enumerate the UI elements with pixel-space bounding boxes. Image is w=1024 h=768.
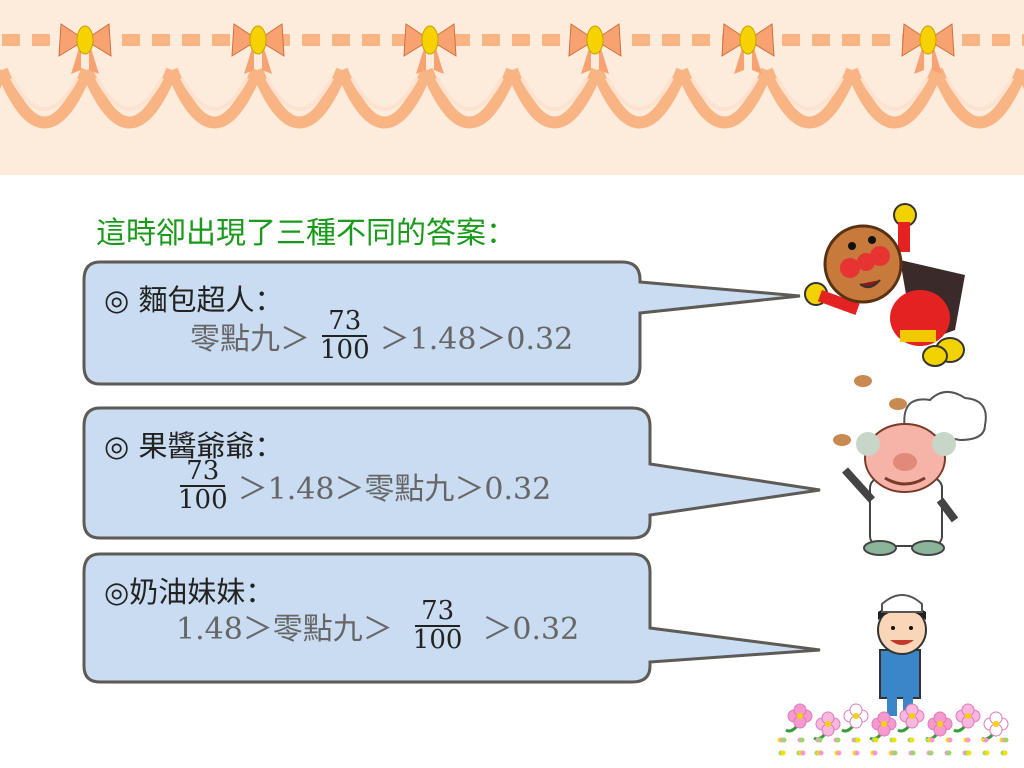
answer-2-part-1: ＞1.48＞零點九＞0.32 — [237, 472, 552, 508]
bow-icon — [568, 23, 622, 74]
answer-3-part-1: 1.48＞零點九＞ — [176, 612, 393, 648]
answer-1-fraction: 73 100 — [314, 307, 376, 366]
answer-3-part-2: ＞0.32 — [482, 612, 580, 648]
curtain-decoration — [0, 0, 1024, 175]
answer-1-row: 零點九＞ 73 100 ＞1.48＞0.32 — [190, 307, 574, 366]
jam-ojisan-character — [833, 375, 987, 556]
fraction-denominator: 100 — [178, 485, 228, 516]
bow-icon — [721, 23, 775, 74]
fraction-numerator: 73 — [322, 307, 368, 338]
answer-2-fraction: 73 100 — [172, 457, 234, 516]
answer-2-name: ◎ 果醬爺爺： — [104, 429, 284, 463]
bubble-1 — [82, 260, 801, 386]
cream-girl-character — [877, 594, 927, 716]
bow-icon — [901, 23, 955, 74]
anpanman-character — [804, 203, 965, 367]
answer-1-name: ◎ 麵包超人： — [104, 283, 284, 317]
answer-2-row: 73 100 ＞1.48＞零點九＞0.32 — [168, 457, 552, 516]
fraction-denominator: 100 — [412, 625, 463, 656]
fraction-denominator: 100 — [320, 335, 370, 366]
bow-icon — [58, 23, 112, 74]
answer-1-part-2: ＞1.48＞0.32 — [379, 322, 574, 358]
fraction-numerator: 73 — [180, 457, 226, 488]
fraction-numerator: 73 — [415, 597, 461, 628]
bubble-2 — [82, 406, 821, 540]
bow-icon — [403, 23, 457, 74]
answer-3-row: 1.48＞零點九＞ 73 100 ＞0.32 — [176, 597, 580, 656]
bubble-3 — [82, 552, 821, 684]
answer-3-fraction: 73 100 — [407, 597, 469, 656]
answer-3-name: ◎奶油妹妹： — [104, 575, 275, 609]
flower-icon — [777, 703, 1009, 756]
bow-icon — [231, 23, 285, 74]
question-text: 這時卻出現了三種不同的答案： — [96, 216, 516, 251]
answer-1-part-1: 零點九＞ — [190, 322, 310, 358]
